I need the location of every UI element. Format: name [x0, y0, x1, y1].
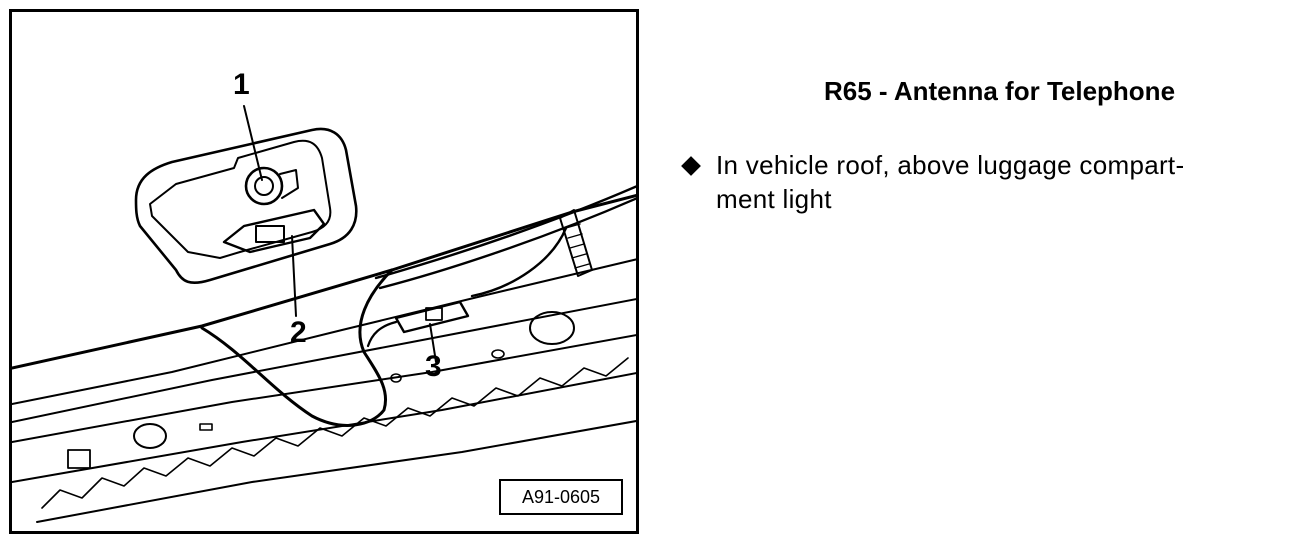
cable-tie-teeth: [565, 223, 590, 269]
antenna-nut-inner: [254, 176, 274, 196]
roof-rib-bottom: [36, 420, 636, 523]
antenna-connector-block: [255, 225, 285, 243]
antenna-cable-lower: [378, 197, 636, 290]
light-opening-outline: [200, 268, 394, 427]
figure-id-text: A91-0605: [521, 486, 601, 507]
callout-3: 3: [425, 350, 442, 383]
phone-antenna-connector-latch: [425, 307, 443, 321]
antenna-threads: [279, 169, 299, 199]
callout-2: 2: [290, 316, 307, 349]
antenna-cable-upper: [374, 185, 636, 280]
roof-rail-line: [12, 298, 636, 423]
diamond-bullet-icon: [681, 156, 701, 176]
antenna-nut-outer: [244, 166, 284, 206]
bullet-text-line-2: ment light: [716, 184, 832, 214]
callout-3-leader: [429, 323, 437, 363]
antenna-recess-outer: [134, 127, 358, 284]
roof-hole-small: [491, 349, 505, 359]
cable-tie: [559, 209, 593, 277]
section-title: R65 - Antenna for Telephone: [824, 76, 1176, 106]
roof-rib-upper: [12, 334, 636, 443]
callout-1: 1: [233, 68, 250, 101]
roof-hole-mid: [133, 423, 167, 449]
cable-to-connector: [470, 226, 568, 298]
callout-1-leader: [243, 105, 263, 181]
roof-slot-2: [199, 423, 213, 431]
bullet-item: In vehicle roof, above luggage compart- …: [680, 148, 1300, 216]
callout-2-leader: [291, 235, 297, 317]
connector-lead-left: [366, 320, 398, 348]
roof-slot: [67, 449, 91, 469]
bullet-text: In vehicle roof, above luggage compart- …: [716, 148, 1291, 216]
roof-hole-small-2: [390, 373, 402, 383]
ridge-corrugation: [41, 357, 629, 509]
antenna-connector-plate: [222, 208, 326, 254]
roof-hole-large: [529, 311, 575, 345]
figure-id-label: A91-0605: [499, 479, 623, 515]
bullet-text-line-1: In vehicle roof, above luggage compart-: [716, 150, 1185, 180]
roof-panel-inner-edge: [12, 258, 636, 405]
illustration-frame: 1 2 3 A91-0605: [9, 9, 639, 534]
antenna-recess-inner: [149, 139, 332, 259]
phone-antenna-connector: [394, 300, 470, 334]
roof-antenna-illustration: [12, 105, 636, 523]
